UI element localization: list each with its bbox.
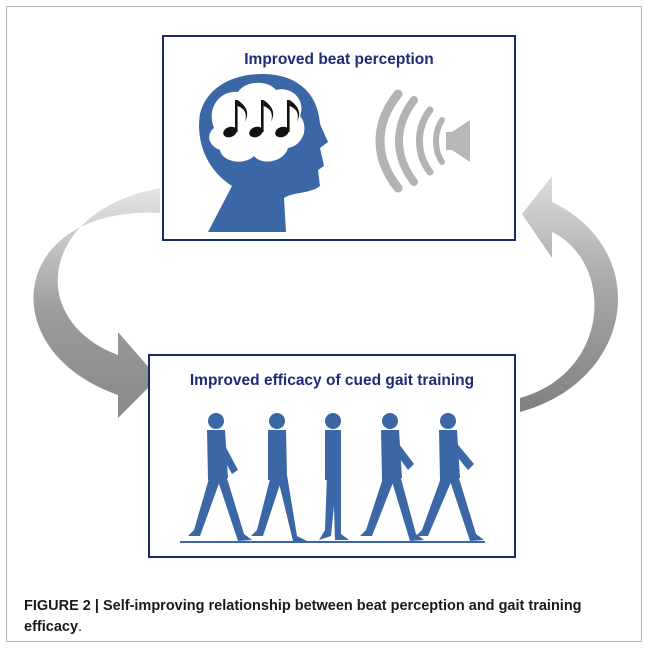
music-notes-icon — [223, 100, 300, 138]
walking-figures — [180, 413, 485, 543]
cycle-arrow-icon — [33, 188, 160, 418]
walking-figure-icon — [360, 413, 424, 541]
figure-caption: FIGURE 2 | Self-improving relationship b… — [24, 596, 634, 638]
cycle-arrow-icon — [520, 176, 618, 412]
sound-waves-icon — [375, 89, 445, 193]
ground-line — [180, 541, 485, 543]
brain-icon — [209, 82, 305, 162]
speaker-icon — [446, 120, 470, 162]
walking-figure-icon — [251, 413, 307, 541]
walking-figure-icon — [416, 413, 484, 541]
caption-label: FIGURE 2 | Self-improving relationship b… — [24, 598, 582, 635]
caption-end: . — [78, 619, 83, 635]
walking-figure-icon — [188, 413, 252, 541]
walking-figure-icon — [319, 413, 349, 540]
beat-perception-title: Improved beat perception — [244, 51, 434, 68]
gait-training-title: Improved efficacy of cued gait training — [189, 372, 475, 389]
